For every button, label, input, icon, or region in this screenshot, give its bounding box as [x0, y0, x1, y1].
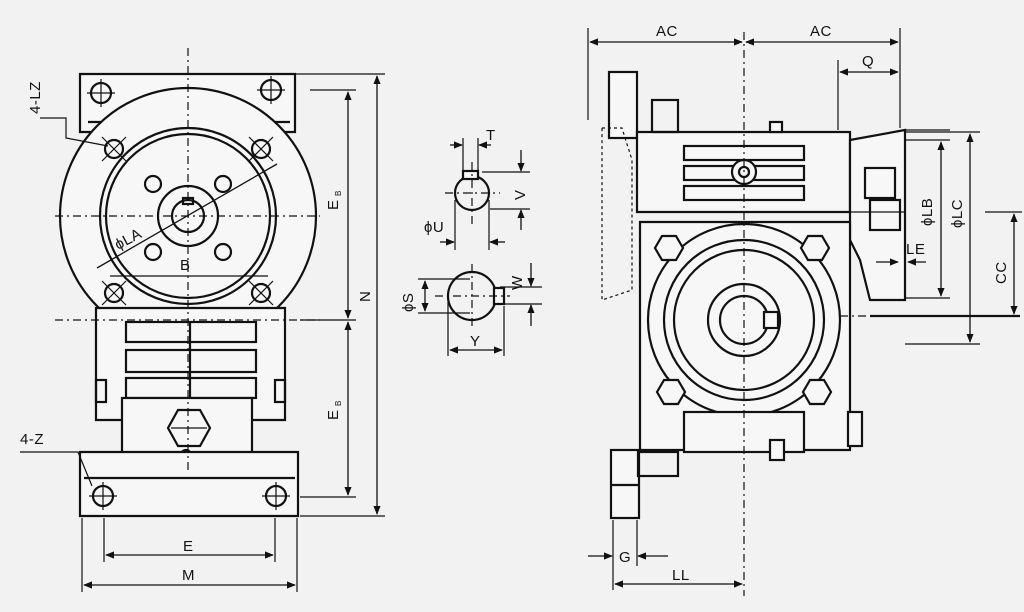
label-cc: CC: [993, 261, 1010, 284]
label-n: N: [357, 291, 374, 302]
label-e-b-top-sub: B: [334, 191, 343, 196]
label-phi-s: ϕS: [400, 293, 417, 312]
label-phi-u: ϕU: [424, 219, 444, 236]
label-phi-lb: ϕLB: [919, 198, 936, 226]
mounting-hole-top-left: [87, 79, 115, 107]
lug-top-left: [101, 136, 127, 162]
label-ac-right: AC: [810, 23, 832, 40]
label-phi-lc: ϕLC: [949, 199, 966, 228]
label-v: V: [512, 189, 529, 200]
label-w: W: [509, 275, 526, 290]
dimension-labels: 4-LZ 4-Z ϕLA B E B E B N E M T V ϕU W ϕS…: [20, 23, 1010, 584]
label-e: E: [183, 538, 194, 555]
label-le: LE: [906, 241, 925, 258]
label-e-b-bottom: E: [325, 409, 342, 420]
mounting-hole-bottom-right: [262, 482, 290, 510]
label-m: M: [182, 567, 195, 584]
side-view: [587, 28, 1022, 596]
label-ac-left: AC: [656, 23, 678, 40]
label-b: B: [180, 257, 191, 274]
lug-bottom-right: [248, 280, 274, 306]
label-ll: LL: [672, 567, 690, 584]
label-4-lz: 4-LZ: [27, 81, 44, 114]
lug-bottom-left: [101, 280, 127, 306]
mounting-hole-top-right: [257, 76, 285, 104]
label-e-b-top: E: [325, 199, 342, 210]
label-y: Y: [470, 333, 481, 350]
lug-top-right: [248, 136, 274, 162]
mounting-hole-bottom-left: [89, 482, 117, 510]
label-g: G: [619, 549, 631, 566]
label-e-b-bottom-sub: B: [334, 401, 343, 406]
shaft-sections: [418, 138, 542, 356]
label-t: T: [486, 127, 496, 144]
label-q: Q: [862, 53, 874, 70]
front-view: [20, 48, 385, 592]
label-4-z: 4-Z: [20, 431, 44, 448]
